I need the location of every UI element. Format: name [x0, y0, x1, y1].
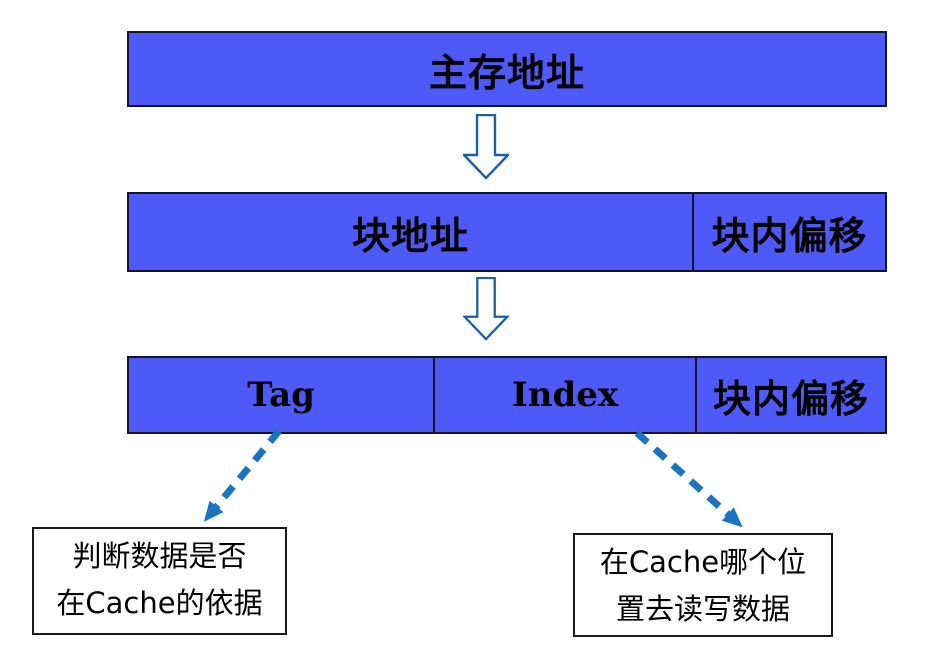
dashed-arrow-tag-to-callout: [203, 428, 282, 522]
dashed-arrow-index-to-callout: [634, 430, 743, 528]
bar-cell-label: 主存地址: [428, 49, 585, 95]
bar-cell-block-address: 块地址: [129, 194, 692, 270]
bar-cell-tag: Tag: [129, 358, 433, 432]
callout-line: 置去读写数据: [615, 592, 790, 626]
bar-cell-label: Tag: [247, 375, 315, 415]
bar-cell-main-memory-address: 主存地址: [129, 33, 885, 105]
callout-line: 在Cache哪个位: [599, 545, 807, 579]
bar-cell-label: 块地址: [351, 212, 469, 258]
main-memory-address-bar: 主存地址: [127, 31, 887, 107]
bar-cell-block-offset: 块内偏移: [692, 194, 885, 270]
down-arrow-icon: [463, 277, 509, 341]
index-purpose-callout: 在Cache哪个位 置去读写数据: [573, 533, 833, 637]
tag-purpose-callout: 判断数据是否 在Cache的依据: [32, 527, 287, 635]
callout-line: 在Cache的依据: [56, 586, 263, 620]
down-arrow-icon: [463, 114, 509, 180]
bar-cell-label: Index: [511, 375, 619, 415]
bar-cell-label: 块内偏移: [712, 375, 869, 421]
bar-cell-index: Index: [433, 358, 695, 432]
bar-cell-block-offset: 块内偏移: [695, 358, 885, 432]
block-address-bar: 块地址 块内偏移: [127, 192, 887, 272]
callout-line: 判断数据是否: [72, 539, 247, 573]
bar-cell-label: 块内偏移: [711, 212, 868, 258]
tag-index-offset-bar: Tag Index 块内偏移: [127, 356, 887, 434]
